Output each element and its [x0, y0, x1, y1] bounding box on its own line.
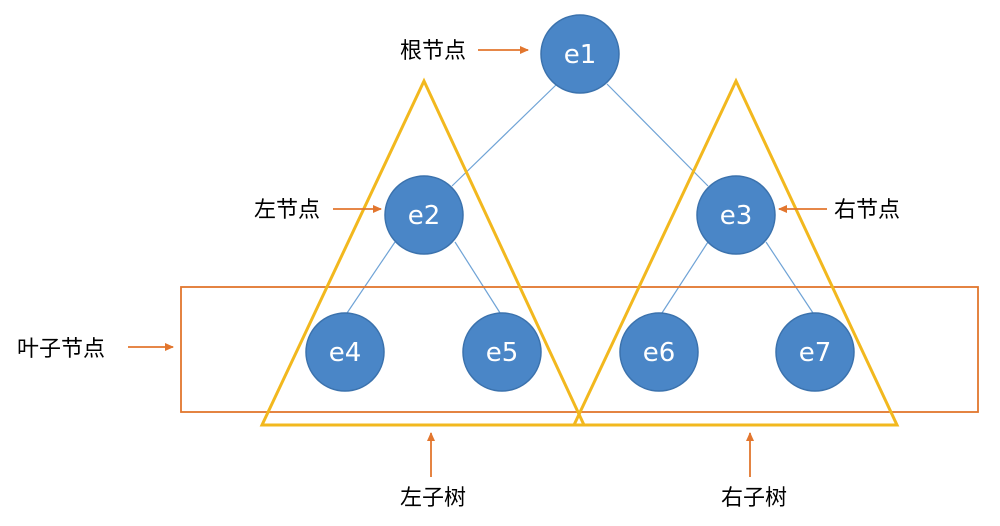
right-subtree-triangle	[571, 77, 900, 427]
edge-e3-e7	[765, 241, 816, 317]
right-node-label: 右节点	[834, 198, 900, 223]
edge-e3-e6	[659, 241, 709, 317]
left-subtree-label: 左子树	[400, 486, 466, 511]
node-e2: e2	[384, 175, 464, 255]
node-e5: e5	[462, 312, 542, 392]
node-e6: e6	[619, 312, 699, 392]
node-e2-label: e2	[408, 201, 441, 231]
node-e6-label: e6	[643, 338, 676, 368]
edge-e1-e3	[606, 83, 709, 187]
edge-e2-e4	[344, 241, 396, 317]
edge-e1-e2	[451, 83, 558, 187]
node-e4-label: e4	[329, 338, 362, 368]
node-e5-label: e5	[486, 338, 519, 368]
node-e1-label: e1	[564, 40, 597, 70]
node-e3: e3	[696, 175, 776, 255]
right-subtree-label: 右子树	[721, 486, 787, 511]
node-e1: e1	[540, 14, 620, 94]
leaf-nodes-box	[180, 286, 979, 413]
root-label: 根节点	[400, 39, 466, 64]
leaf-nodes-label: 叶子节点	[17, 337, 105, 362]
node-e4: e4	[305, 312, 385, 392]
left-subtree-triangle	[259, 77, 587, 427]
node-e7: e7	[775, 312, 855, 392]
left-node-label: 左节点	[254, 198, 320, 223]
edge-e2-e5	[454, 241, 503, 317]
node-e7-label: e7	[799, 338, 832, 368]
node-e3-label: e3	[720, 201, 753, 231]
